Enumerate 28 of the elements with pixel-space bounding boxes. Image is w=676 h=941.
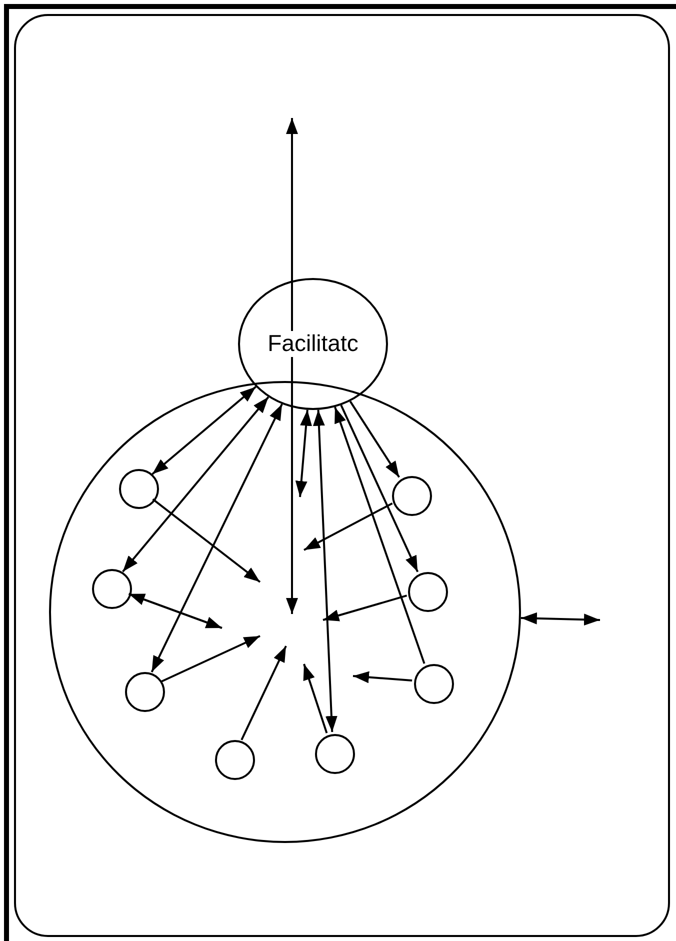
arrow	[322, 594, 408, 622]
participant-circle	[408, 572, 448, 612]
arrow	[520, 612, 600, 626]
participant-circle	[125, 672, 165, 712]
group-circle	[49, 381, 521, 843]
arrow	[122, 396, 270, 572]
participant-circle	[119, 469, 159, 509]
arrow	[150, 404, 283, 672]
participant-circle	[414, 664, 454, 704]
arrow	[340, 404, 419, 572]
arrow	[160, 635, 260, 683]
participant-circle	[315, 734, 355, 774]
arrow	[304, 502, 393, 551]
participant-circle	[92, 569, 132, 609]
arrow	[152, 498, 261, 583]
arrow	[128, 592, 222, 629]
arrow	[352, 671, 412, 684]
arrow	[240, 646, 287, 740]
arrow	[303, 664, 328, 734]
participant-circle	[215, 740, 255, 780]
participant-circle	[392, 476, 432, 516]
arrow	[334, 406, 426, 664]
arrow	[295, 410, 312, 498]
facilitator-circle	[238, 278, 388, 410]
arrow	[312, 410, 338, 732]
node-label: Facilitatc	[268, 331, 358, 357]
arrow	[349, 400, 400, 478]
arrow	[152, 386, 257, 475]
